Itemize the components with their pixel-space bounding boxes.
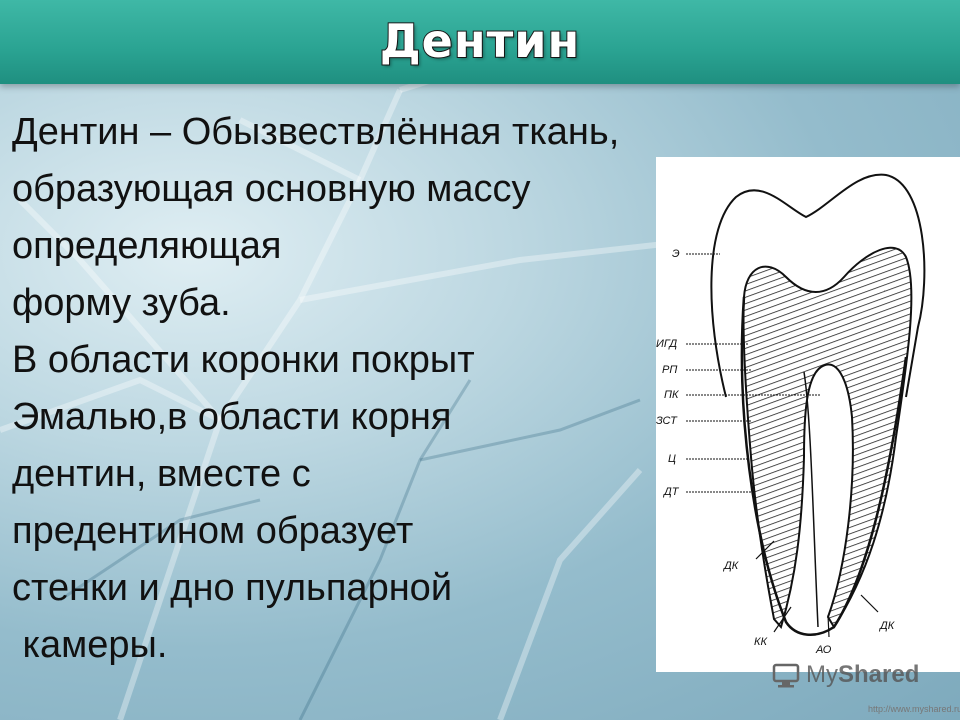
body-line: предентином образует (12, 510, 414, 552)
label-dt: ДТ (662, 486, 680, 498)
body-line: стенки и дно пульпарной (12, 567, 453, 609)
tooth-diagram: Э ИГД РП ПК ЗСТ Ц ДТ ДК КК АО ДК (656, 157, 960, 672)
label-dk-left: ДК (722, 560, 739, 572)
label-dk-right: ДК (878, 620, 895, 632)
label-ts: Ц (668, 453, 676, 465)
label-pk: ПК (664, 389, 679, 401)
dentin-body (742, 246, 913, 630)
label-e: Э (672, 248, 680, 260)
tooth-illustration: Э ИГД РП ПК ЗСТ Ц ДТ ДК КК АО ДК (656, 173, 926, 656)
root-outline (740, 296, 908, 636)
slide-body-text: Дентин – Обызвествлённая ткань, образующ… (12, 104, 672, 674)
title-bar: Дентин (0, 0, 960, 84)
body-line: образующая основную массу (12, 168, 531, 210)
label-kk: КК (754, 636, 767, 648)
label-zst: ЗСТ (656, 415, 678, 427)
body-line: Дентин – Обызвествлённая ткань, (12, 111, 620, 153)
body-line: дентин, вместе с (12, 453, 311, 495)
label-rp: РП (662, 364, 677, 376)
body-line: В области коронки покрыт (12, 339, 475, 381)
slide-title: Дентин (379, 13, 581, 69)
watermark-url: http://www.myshared.ru (868, 704, 960, 714)
pulp-canal (803, 371, 819, 628)
body-line: камеры. (12, 624, 168, 666)
watermark-brand: MyShared (806, 661, 919, 689)
watermark-logo-icon (772, 663, 800, 688)
body-line: Эмалью,в области корня (12, 396, 452, 438)
body-line: определяющая (12, 225, 282, 267)
watermark: MyShared (772, 655, 919, 695)
label-ao: АО (815, 644, 832, 656)
watermark-brand-light: My (806, 661, 838, 688)
body-line: форму зуба. (12, 282, 231, 324)
label-igd: ИГД (656, 338, 677, 350)
watermark-brand-bold: Shared (838, 661, 920, 688)
